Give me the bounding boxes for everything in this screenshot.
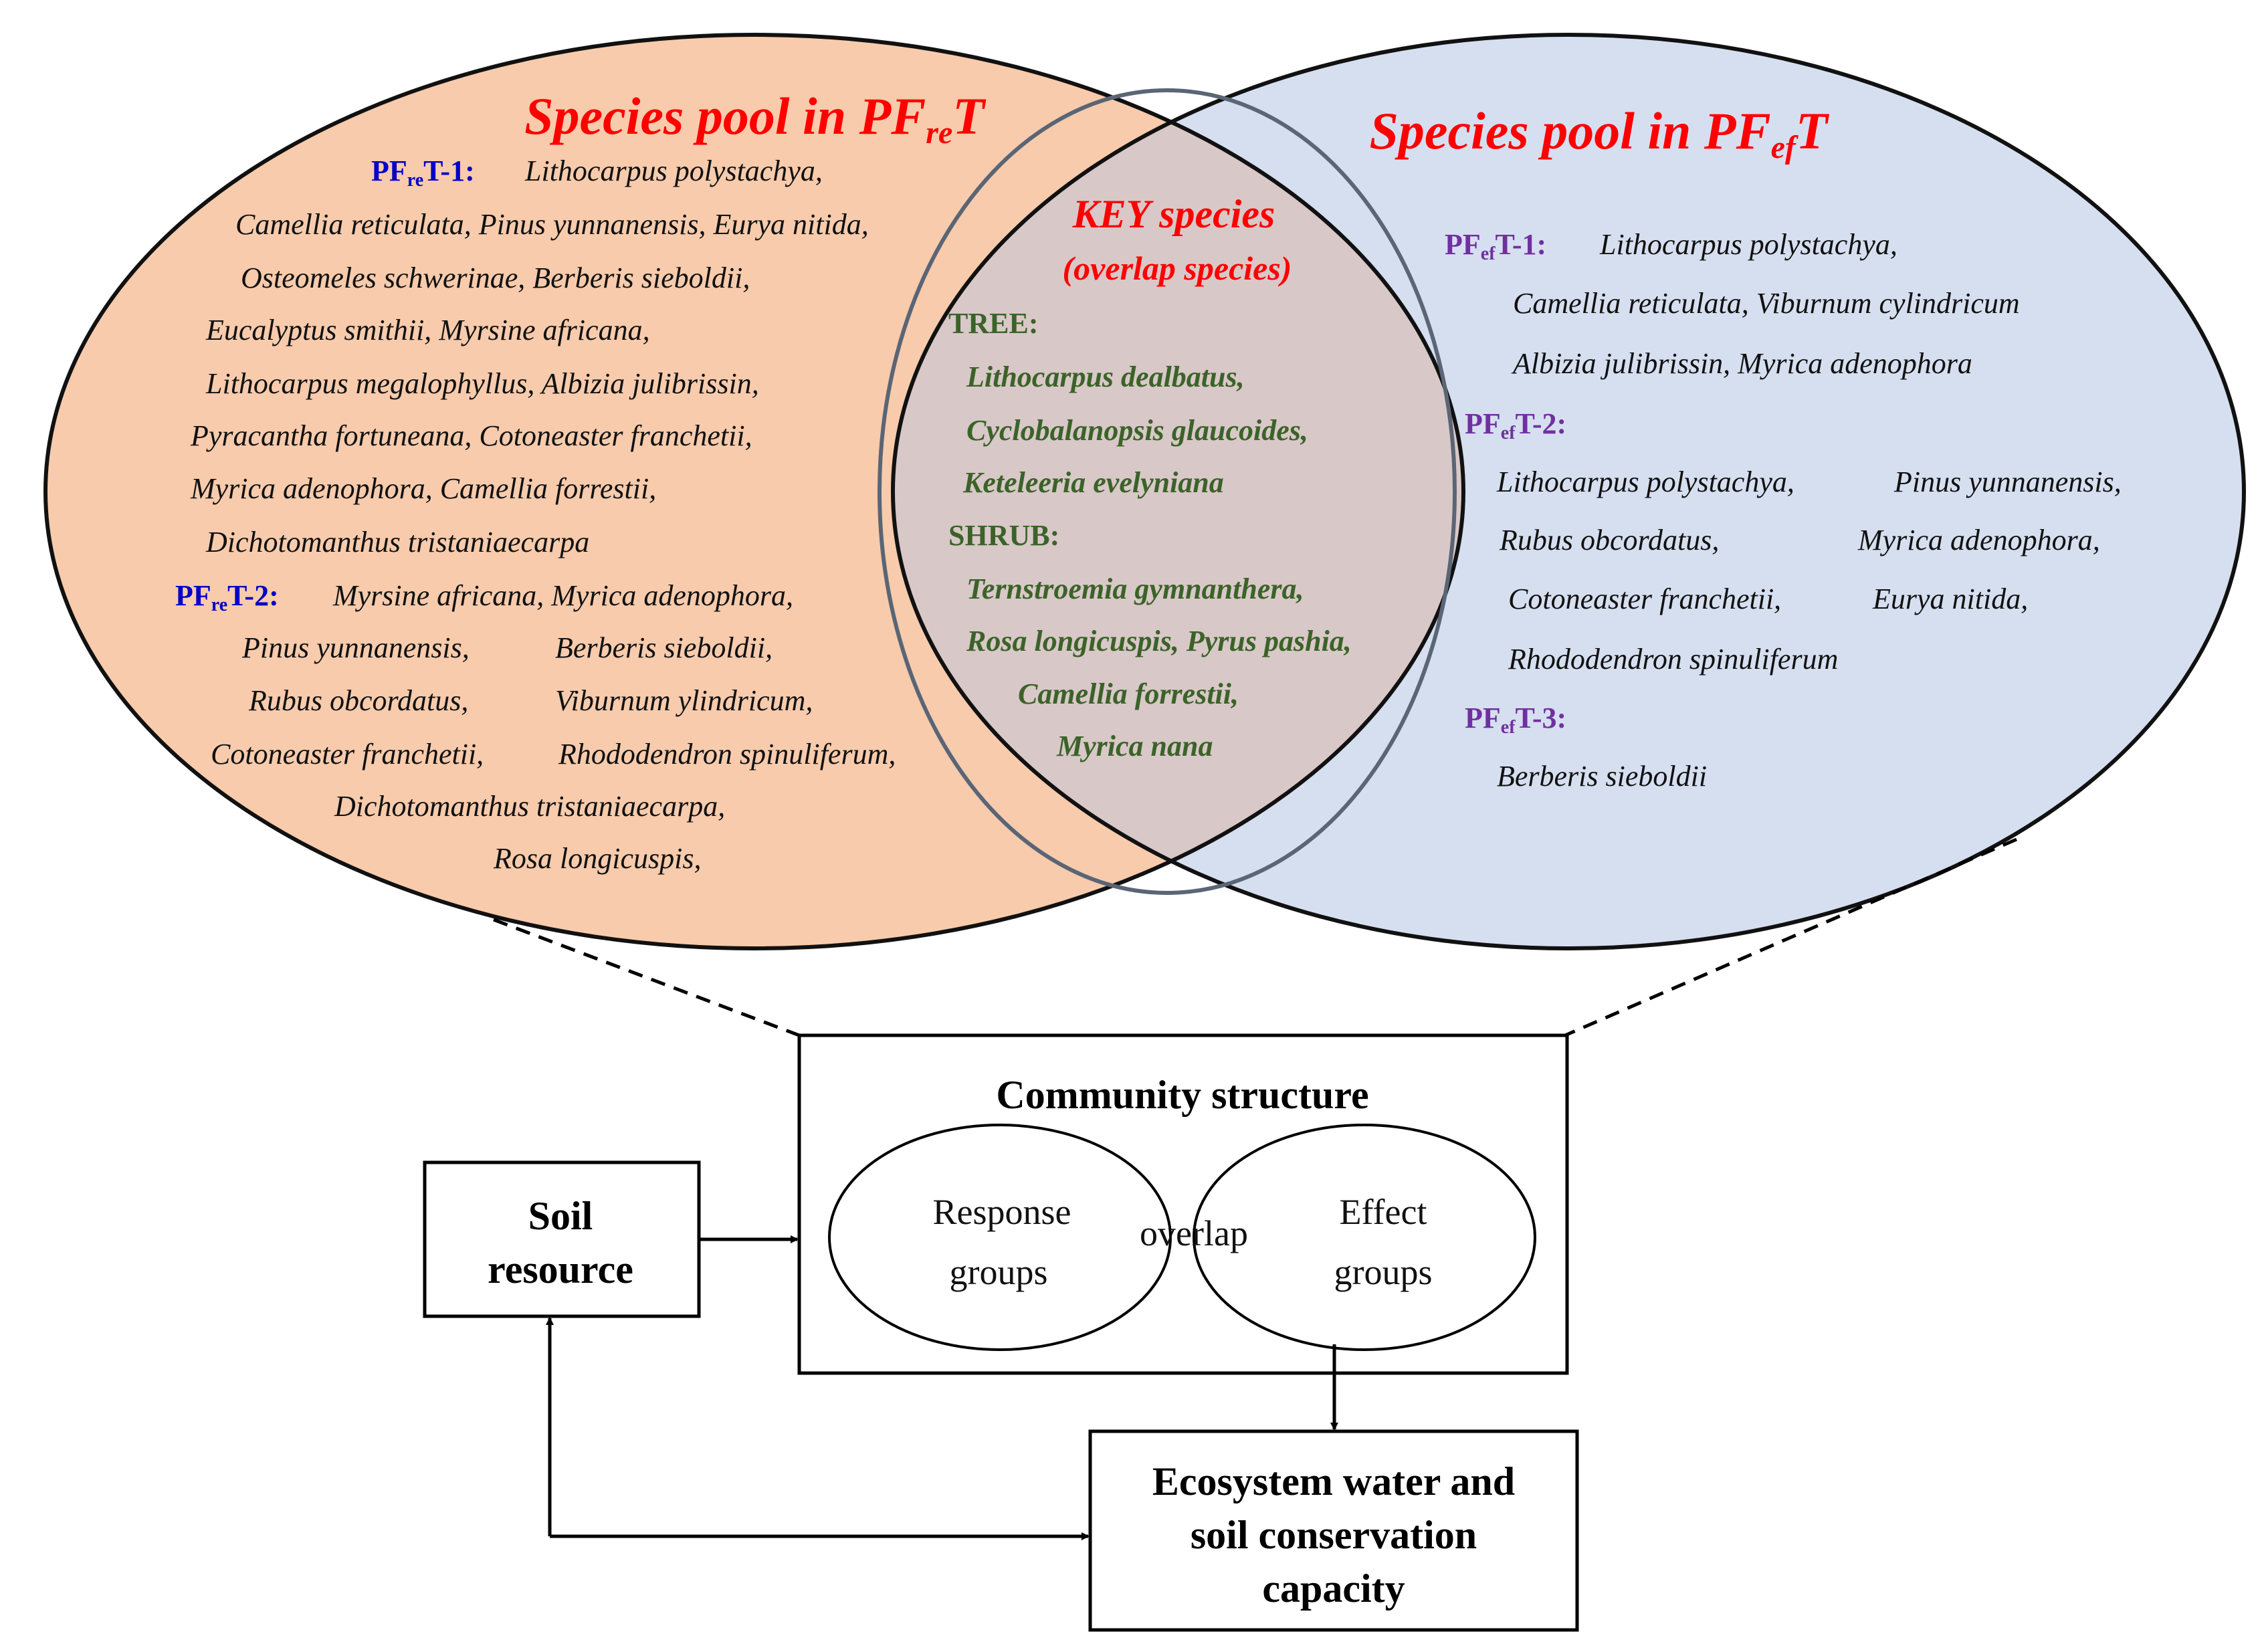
- soil-resource-label-line2: resource: [488, 1247, 633, 1292]
- species-line: Lithocarpus megalophyllus, Albizia julib…: [205, 367, 759, 400]
- species-line: Albizia julibrissin, Myrica adenophora: [1511, 347, 1972, 380]
- right-group-2-label: PFefT-2:: [1465, 407, 1566, 443]
- species-line: Eurya nitida,: [1872, 583, 2028, 615]
- dashed-connector-right: [1564, 837, 2017, 1037]
- right-group-3-label: PFefT-3:: [1465, 702, 1566, 738]
- left-group-2-label: PFreT-2:: [175, 579, 279, 615]
- key-species-line: Camellia forrestii,: [1018, 678, 1239, 710]
- species-line: Myrsine africana, Myrica adenophora,: [332, 579, 793, 612]
- tree-heading: TREE:: [948, 307, 1038, 340]
- key-species: KEY species (overlap species) TREE: Lith…: [948, 192, 1352, 762]
- species-line: Lithocarpus polystachya,: [1599, 228, 1897, 261]
- ecosystem-label-line2: soil conservation: [1191, 1513, 1477, 1557]
- species-line: Pyracantha fortuneana, Cotoneaster franc…: [190, 419, 752, 452]
- community-structure-box: Community structure Response groups over…: [797, 1033, 1569, 1375]
- community-structure-title: Community structure: [996, 1073, 1368, 1117]
- species-line: Cotoneaster franchetii,: [211, 738, 484, 770]
- key-species-subtitle: (overlap species): [1063, 249, 1292, 287]
- key-species-outline: [878, 88, 1457, 895]
- species-line: Camellia reticulata, Viburnum cylindricu…: [1513, 287, 2020, 320]
- species-venn: [43, 33, 2246, 950]
- species-line: Rhododendron spinuliferum: [1508, 643, 1838, 676]
- response-groups-label-line2: groups: [950, 1252, 1048, 1292]
- key-species-line: Lithocarpus dealbatus,: [966, 360, 1245, 393]
- right-group-2: PFefT-2: Lithocarpus polystachya, Pinus …: [1465, 407, 2122, 676]
- ecosystem-label-line1: Ecosystem water and: [1152, 1459, 1515, 1504]
- species-line: Myrica adenophora,: [1857, 524, 2100, 556]
- key-species-line: Ternstroemia gymnanthera,: [966, 573, 1304, 605]
- effect-groups-label-line1: Effect: [1340, 1192, 1427, 1232]
- right-pool-title: Species pool in PFefT: [1369, 102, 1829, 165]
- species-line: Rhododendron spinuliferum,: [558, 738, 896, 770]
- response-groups-label-line1: Response: [933, 1192, 1071, 1232]
- right-group-1-label: PFefT-1:: [1445, 228, 1546, 264]
- species-line: Dichotomanthus tristaniaecarpa: [205, 526, 589, 558]
- overlap-label: overlap: [1140, 1213, 1248, 1253]
- species-line: Lithocarpus polystachya,: [524, 154, 823, 187]
- left-group-1: PFreT-1: Lithocarpus polystachya, Camell…: [190, 154, 869, 558]
- ecosystem-label-line3: capacity: [1262, 1566, 1405, 1611]
- soil-resource-label-line1: Soil: [528, 1194, 593, 1238]
- left-pool-title: Species pool in PFreT: [524, 87, 987, 150]
- species-line: Berberis sieboldii,: [555, 631, 773, 664]
- species-line: Pinus yunnanensis,: [1893, 466, 2122, 498]
- key-species-line: Cyclobalanopsis glaucoides,: [966, 414, 1308, 447]
- species-line: Dichotomanthus tristaniaecarpa,: [334, 790, 725, 823]
- species-line: Berberis sieboldii: [1497, 760, 1707, 793]
- species-line: Eucalyptus smithii, Myrsine africana,: [205, 314, 650, 346]
- species-line: Camellia reticulata, Pinus yunnanensis, …: [235, 208, 869, 241]
- species-line: Lithocarpus polystachya,: [1496, 466, 1794, 498]
- species-line: Pinus yunnanensis,: [241, 631, 470, 664]
- ecosystem-capacity-box: Ecosystem water and soil conservation ca…: [1088, 1429, 1579, 1632]
- shrub-heading: SHRUB:: [948, 519, 1059, 552]
- effect-groups-label-line2: groups: [1334, 1252, 1433, 1292]
- right-group-1: PFefT-1: Lithocarpus polystachya, Camell…: [1445, 228, 2020, 380]
- species-line: Rubus obcordatus,: [1499, 524, 1719, 556]
- key-species-line: Keteleeria evelyniana: [962, 466, 1224, 499]
- species-line: Rosa longicuspis,: [493, 842, 701, 875]
- effect-groups-ellipse: [1193, 1124, 1536, 1351]
- left-group-1-label: PFreT-1:: [371, 154, 475, 191]
- overlap-region: [893, 35, 1463, 948]
- key-species-title: KEY species: [1072, 192, 1275, 236]
- species-line: Rubus obcordatus,: [248, 684, 468, 717]
- species-line: Osteomeles schwerinae, Berberis sieboldi…: [241, 262, 750, 294]
- right-group-3: PFefT-3: Berberis sieboldii: [1465, 702, 1707, 793]
- soil-resource-box: Soil resource: [423, 1160, 701, 1318]
- key-species-line: Myrica nana: [1056, 730, 1213, 762]
- dashed-connector-left: [493, 918, 800, 1037]
- species-line: Viburnum ylindricum,: [555, 684, 813, 717]
- response-groups-ellipse: [828, 1124, 1172, 1351]
- right-pool-outline: [891, 33, 2246, 950]
- species-line: Myrica adenophora, Camellia forrestii,: [190, 472, 656, 505]
- key-species-line: Rosa longicuspis, Pyrus pashia,: [966, 625, 1352, 657]
- left-pool-outline: [43, 33, 1465, 950]
- left-group-2: PFreT-2: Myrsine africana, Myrica adenop…: [175, 579, 896, 875]
- species-line: Cotoneaster franchetii,: [1508, 583, 1781, 615]
